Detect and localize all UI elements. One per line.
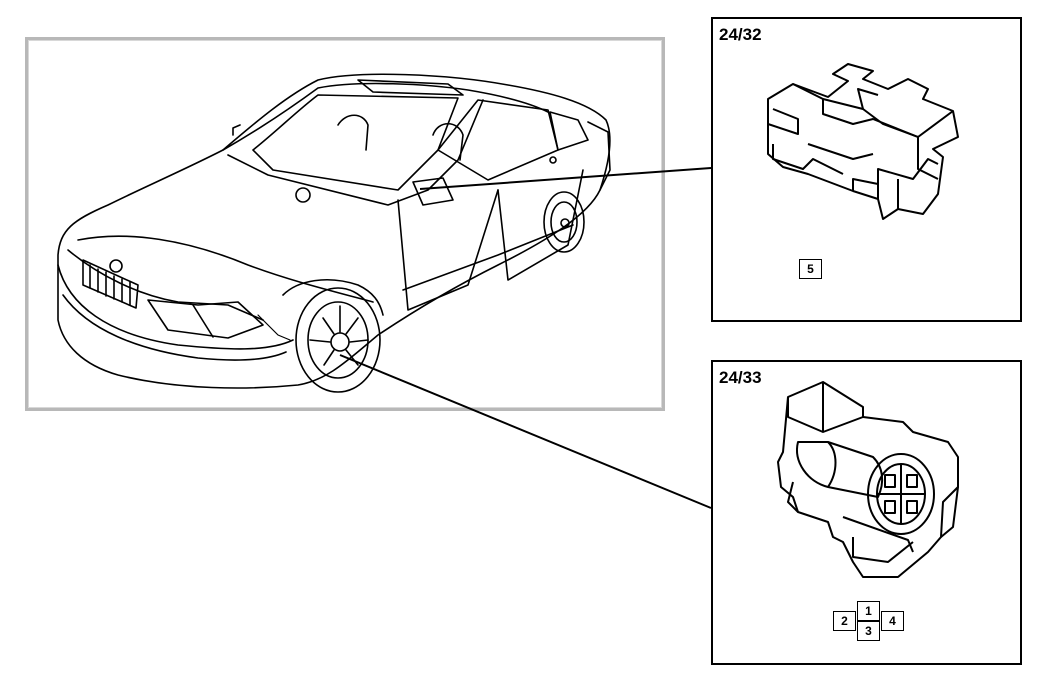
car-drawing: [57, 73, 611, 393]
connector-panel-24-33: 24/33 1 2 3 4: [711, 360, 1022, 665]
pin-label: 5: [799, 259, 822, 279]
connector-24-32-drawing: [767, 63, 959, 220]
pin-label: 1: [857, 601, 880, 621]
pin-diagram-24-33: 1 2 3 4: [833, 601, 905, 643]
pin-label: 2: [833, 611, 856, 631]
connector-id-label: 24/33: [719, 368, 762, 387]
vehicle-illustration-panel: [25, 37, 665, 411]
connector-id-label: 24/32: [719, 25, 762, 44]
connector-24-33-drawing: [777, 381, 959, 578]
pin-label: 3: [857, 621, 880, 641]
pin-label: 4: [881, 611, 904, 631]
connector-panel-24-32: 24/32 4 3 2 1 10 9 8 7 6 5: [711, 17, 1022, 322]
